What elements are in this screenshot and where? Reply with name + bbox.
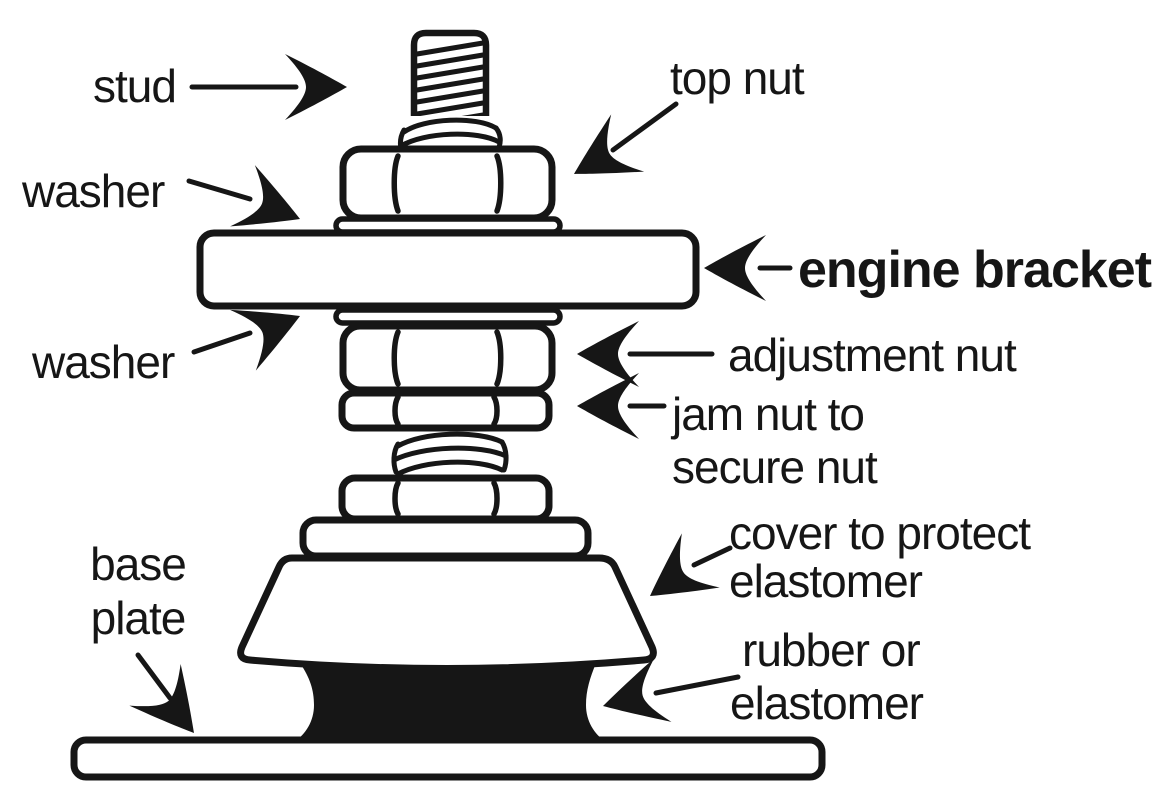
adjustment-nut-label: adjustment nut <box>728 329 1017 381</box>
top-nut-label: top nut <box>670 52 805 104</box>
engine-bracket-graphic <box>196 229 700 310</box>
lower-nut-graphic <box>338 474 553 523</box>
washer-top-label: washer <box>21 165 165 217</box>
cover-cap-graphic <box>299 516 592 560</box>
cover-body-graphic <box>237 554 657 672</box>
adjustment-nut-graphic <box>339 322 556 394</box>
jam-nut-label-line1: jam nut to <box>670 388 864 440</box>
engine-bracket-arrowhead-icon <box>704 235 766 301</box>
stud-flare-graphic <box>397 116 503 152</box>
base-plate-label-line1: base <box>90 538 186 590</box>
rubber-label-line1: rubber or <box>742 624 920 676</box>
top-nut-graphic <box>339 145 556 222</box>
jam-nut-label-line2: secure nut <box>672 441 878 493</box>
engine-bracket-label: engine bracket <box>798 241 1152 299</box>
base-plate-label-line2: plate <box>91 592 186 644</box>
base-plate-graphic <box>70 736 826 781</box>
stud-label: stud <box>93 60 176 112</box>
rubber-elastomer-graphic <box>294 663 606 742</box>
cover-arrowhead-icon <box>631 533 720 624</box>
jam-nut-graphic <box>338 389 553 432</box>
rubber-arrowhead-icon <box>594 658 672 738</box>
cover-label-line1: cover to protect <box>729 507 1031 559</box>
rubber-label-line2: elastomer <box>730 677 924 729</box>
washer-bottom-arrow-line <box>191 330 253 355</box>
rubber-arrow-line <box>653 674 741 696</box>
washer-bottom-label: washer <box>31 336 175 388</box>
base-plate-arrow-line <box>135 652 173 701</box>
cover-label-line2: elastomer <box>729 555 923 607</box>
stud-graphic <box>410 29 490 134</box>
washer-top-arrow-line <box>186 178 253 202</box>
top-nut-arrowhead-icon <box>557 114 645 203</box>
washer-bottom-graphic <box>333 307 563 326</box>
thread-coils-graphic <box>391 431 509 478</box>
annotation-arrows <box>129 54 793 754</box>
cover-arrow-line <box>691 545 733 568</box>
top-nut-arrow-line <box>610 101 679 153</box>
